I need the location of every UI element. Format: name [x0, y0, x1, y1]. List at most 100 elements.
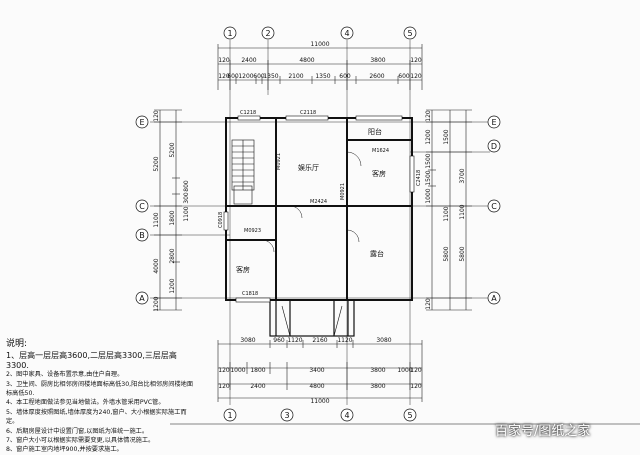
entry-porch: [269, 299, 355, 337]
window: [355, 115, 403, 121]
dim-text: 5200: [153, 156, 160, 171]
dim-text: 120: [218, 367, 230, 374]
window: [285, 115, 329, 121]
axis-label: 5: [407, 29, 412, 38]
dim-text: 600: [339, 73, 351, 80]
note-item: 3、卫生间、厨房比相邻房间楼地面标高低30,阳台比相邻房间楼地面标高低50.: [6, 380, 194, 398]
staircase: [231, 139, 255, 205]
room-label: 娱乐厅: [298, 163, 319, 172]
opening-tag: M0921: [276, 153, 282, 170]
door-swing: [261, 239, 275, 253]
axis-label: A: [491, 294, 497, 303]
dim-text: 1200: [238, 73, 253, 80]
axis-bubble: [135, 115, 149, 129]
axis-bubble: [280, 408, 294, 422]
opening-tag: C1218: [240, 110, 256, 116]
opening-tags: C1218 C2118 M1624 C2418 M2424 M0921 M092…: [218, 110, 422, 297]
design-notes: 说明: 1、层高一层层高3600,二层层高3300,三层层高3300. 2、图中…: [6, 339, 196, 455]
opening-tag: M2424: [310, 199, 327, 205]
axis-label: 2: [265, 29, 270, 38]
axis-label: 4: [344, 29, 349, 38]
dim-text: 1120: [287, 337, 302, 344]
room-label: 客房: [372, 169, 386, 178]
dim-text: 120: [410, 367, 422, 374]
dim-text: 3080: [240, 337, 255, 344]
window: [235, 297, 271, 303]
axis-bubble: [223, 408, 237, 422]
axis-label: 4: [344, 411, 349, 420]
window: [223, 211, 229, 231]
axis-label: E: [491, 118, 496, 127]
dim-text: 600: [227, 73, 239, 80]
door-swings: [261, 151, 362, 253]
dim-text: 2800: [169, 248, 176, 263]
dim-text: 120: [218, 73, 230, 80]
dim-text: 3400: [309, 367, 324, 374]
axis-label: 1: [227, 411, 232, 420]
dim-text: 4800: [299, 57, 314, 64]
axis-label: 3: [284, 411, 289, 420]
axis-bubble: [340, 408, 354, 422]
axis-bubble: [403, 408, 417, 422]
dim-text: 120: [410, 383, 422, 390]
dim-text: 2100: [288, 73, 303, 80]
dim-text: 11000: [310, 41, 329, 48]
dim-text: 120: [218, 383, 230, 390]
opening-tag: M0921: [340, 183, 346, 200]
dim-text: 2160: [312, 337, 327, 344]
dim-text: 120: [425, 110, 432, 122]
top-dimension-text: 11000 120 2400 4800 3800 120 120 600 120…: [218, 41, 422, 80]
opening-tag: C2418: [416, 170, 422, 186]
dim-text: 1500: [443, 129, 450, 144]
dim-text: 1000: [230, 367, 245, 374]
dim-text: 300: [183, 192, 190, 204]
dim-text: 1350: [315, 73, 330, 80]
dim-text: 120: [425, 298, 432, 310]
axis-label: B: [139, 231, 145, 240]
dim-text: 3800: [370, 367, 385, 374]
dim-text: 120: [410, 57, 422, 64]
opening-tag: M0923: [244, 228, 261, 234]
dim-text: 600: [253, 73, 265, 80]
dim-text: 1100: [443, 206, 450, 221]
dim-text: 120: [153, 110, 160, 122]
dim-text: 1350: [263, 73, 278, 80]
note-item: 5、墙体厚度按照图纸,墙体厚度为240,窗户、大小根据实际施工而定。: [6, 408, 187, 426]
dim-text: 1200: [169, 278, 176, 293]
dim-text: 5200: [169, 142, 176, 157]
dim-text: 1200: [153, 296, 160, 311]
right-dimension-lines: [426, 109, 472, 311]
room-label: 客房: [236, 265, 250, 274]
axis-bubble: [135, 199, 149, 213]
dim-text: 1800: [250, 367, 265, 374]
dim-text: 4000: [153, 258, 160, 273]
axis-bubbles: [135, 26, 501, 422]
axis-label: E: [139, 118, 144, 127]
axis-bubble: [261, 26, 275, 40]
dim-text: 5800: [443, 246, 450, 261]
dim-text: 1500: [425, 153, 432, 168]
bottom-dimension-text: 3080 960 1120 2160 1120 3080 120 1000 18…: [218, 337, 422, 405]
door-swing: [346, 229, 360, 243]
axis-bubble-labels: 1 2 4 5 1 3 4 5 E C B A E D C A: [139, 29, 497, 420]
axis-bubble: [340, 26, 354, 40]
room-label: 阳台: [368, 127, 382, 136]
room-names: 娱乐厅 阳台 客房 客房 露台: [236, 127, 386, 274]
axis-bubble: [487, 291, 501, 305]
axis-label: C: [491, 202, 497, 211]
note-item: 6、后期房屋设计中设置门窗,以图纸为准统一施工。: [6, 427, 149, 435]
dim-text: 120: [410, 73, 422, 80]
axis-label: C: [139, 202, 145, 211]
top-dimension-lines: [217, 44, 423, 90]
axis-bubble: [223, 26, 237, 40]
windows: [223, 115, 415, 303]
dim-text: 3800: [370, 57, 385, 64]
dim-text: 800: [183, 180, 190, 192]
axis-bubble: [403, 26, 417, 40]
note-item: 2、图中家具、设备布置示意,由住户自理。: [6, 371, 124, 379]
dim-text: 2400: [241, 57, 256, 64]
axis-lines: [150, 40, 490, 405]
right-dimension-text: 120 1500 3700 1100 5800 120 1100 1200 15…: [425, 110, 466, 310]
axis-label: D: [491, 142, 497, 151]
